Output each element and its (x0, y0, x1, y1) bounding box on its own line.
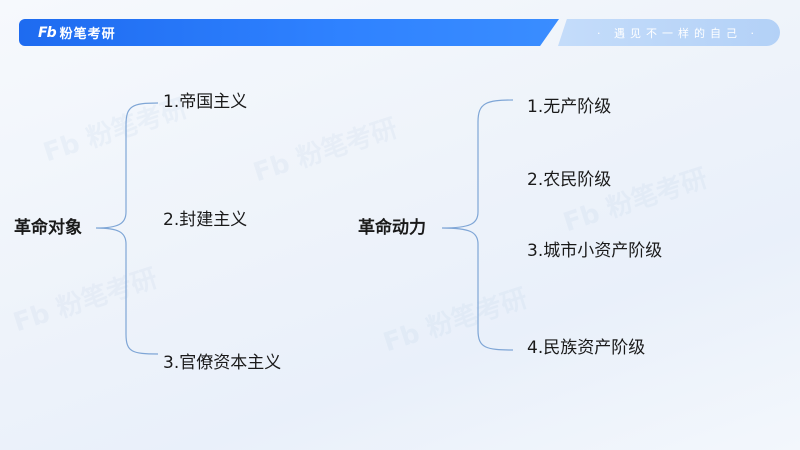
left-child-1: 1.帝国主义 (163, 92, 248, 112)
left-child-3: 3.官僚资本主义 (163, 353, 282, 373)
right-root: 革命动力 (358, 218, 426, 238)
right-child-4: 4.民族资产阶级 (527, 338, 646, 358)
header-bar (19, 19, 559, 46)
left-child-2: 2.封建主义 (163, 210, 248, 230)
right-bracket (441, 99, 514, 351)
slogan-bar: · 遇见不一样的自己 · (558, 19, 780, 46)
brand-logo: Fb 粉笔考研 (38, 21, 116, 44)
right-child-3: 3.城市小资产阶级 (527, 241, 663, 261)
right-child-1: 1.无产阶级 (527, 97, 612, 117)
slogan-text: · 遇见不一样的自己 · (597, 26, 759, 40)
left-bracket (95, 102, 159, 355)
brand-name: 粉笔考研 (59, 27, 116, 42)
left-root: 革命对象 (14, 218, 82, 238)
right-child-2: 2.农民阶级 (527, 170, 612, 190)
logo-mark-icon: Fb (38, 24, 57, 41)
